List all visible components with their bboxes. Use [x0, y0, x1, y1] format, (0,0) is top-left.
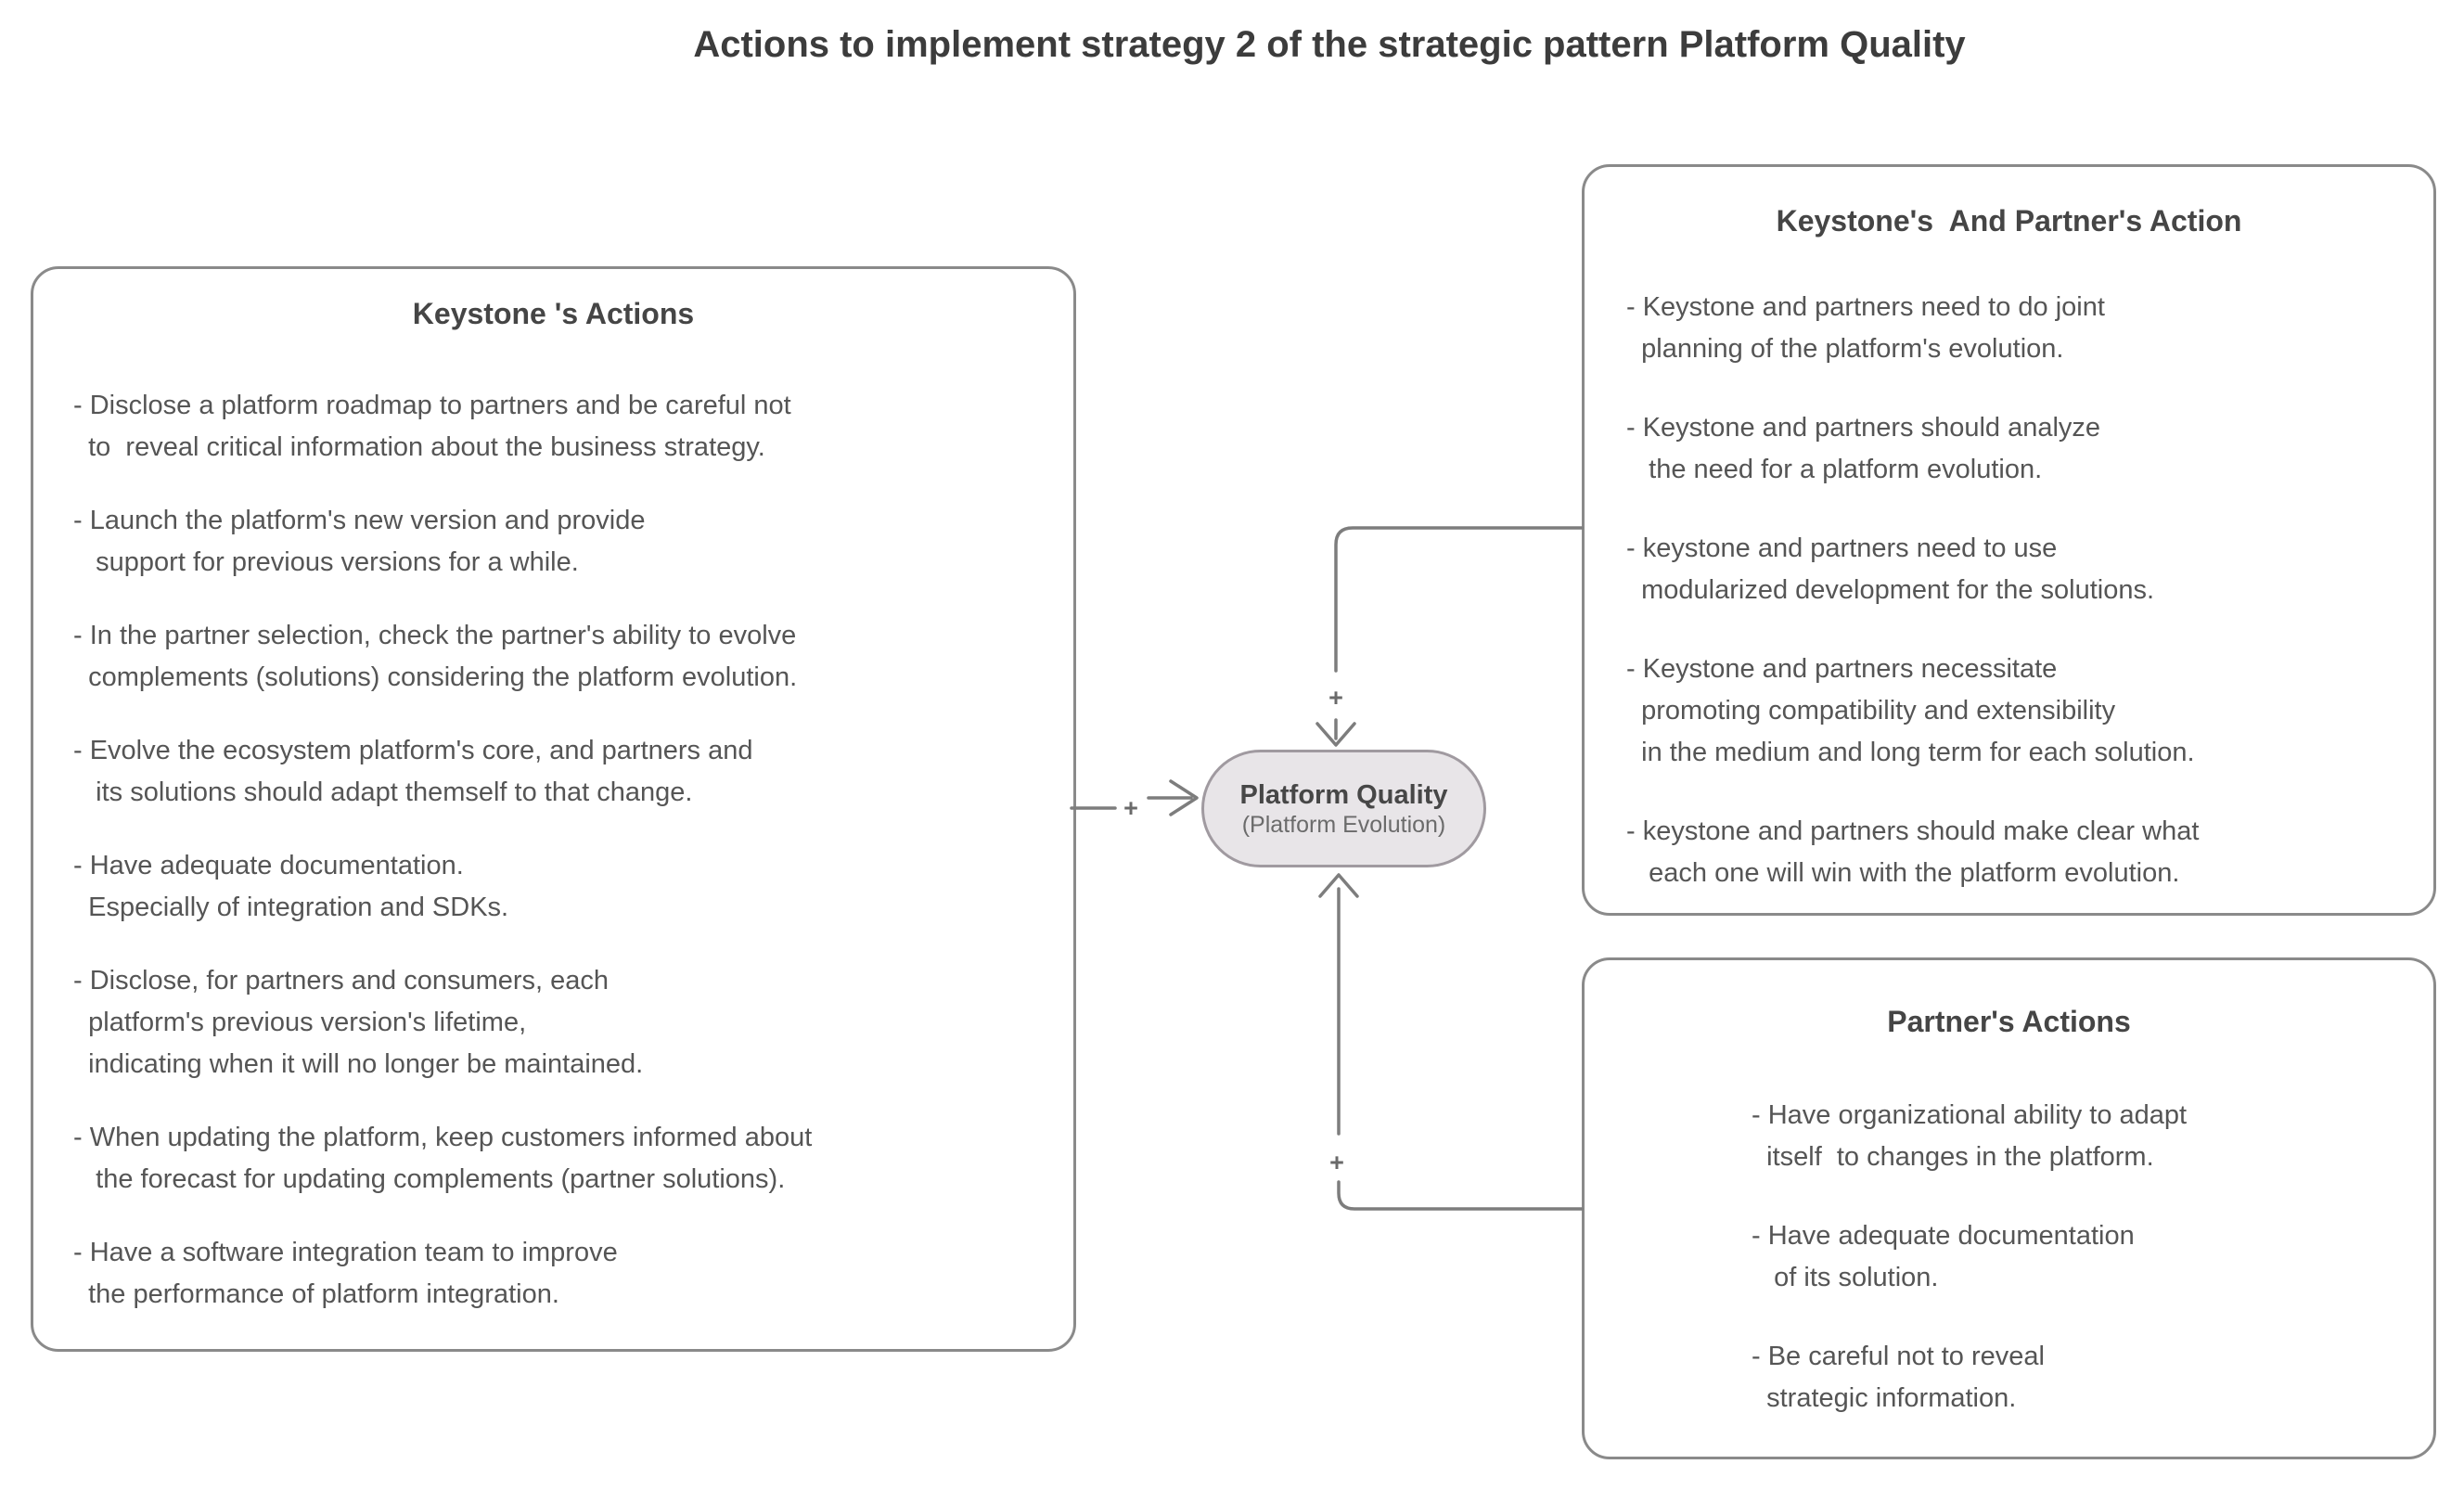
partner-actions-list: - Have organizational ability to adapt i…	[1585, 1095, 2433, 1419]
keystone-actions-box: Keystone 's Actions - Disclose a platfor…	[31, 266, 1076, 1352]
arrow-bottom-elbow	[1337, 1180, 1584, 1211]
arrow-left-to-node: +	[1070, 779, 1199, 822]
arrow-bottom-head-icon	[1318, 873, 1359, 898]
action-item: - Disclose a platform roadmap to partner…	[73, 391, 791, 462]
platform-quality-node: Platform Quality (Platform Evolution)	[1201, 750, 1486, 867]
action-item: - keystone and partners should make clea…	[1626, 816, 2200, 888]
arrow-top-elbow	[1334, 526, 1584, 673]
arrow-top-right-to-node: +	[1315, 526, 1584, 747]
action-item: - Have a software integration team to im…	[73, 1238, 618, 1309]
action-item: - Evolve the ecosystem platform's core, …	[73, 736, 753, 807]
keystone-partner-actions-list: - Keystone and partners need to do joint…	[1585, 287, 2433, 894]
action-item: - Have adequate documentation of its sol…	[1752, 1221, 2135, 1292]
partner-actions-box: Partner's Actions - Have organizational …	[1582, 957, 2436, 1459]
arrow-left-head-icon	[1169, 779, 1199, 816]
arrow-bottom-right-to-node: +	[1318, 873, 1584, 1211]
plus-label-bottom: +	[1329, 1149, 1344, 1176]
action-item: - When updating the platform, keep custo…	[73, 1123, 813, 1194]
keystone-partner-actions-box-title: Keystone's And Partner's Action	[1776, 204, 2242, 238]
action-item: - Have adequate documentation. Especiall…	[73, 851, 509, 922]
keystone-actions-list: - Disclose a platform roadmap to partner…	[33, 385, 1073, 1316]
action-item: - Keystone and partners should analyze t…	[1626, 413, 2101, 484]
action-item: - Launch the platform's new version and …	[73, 506, 646, 577]
keystone-actions-box-title: Keystone 's Actions	[412, 297, 695, 330]
action-item: - Disclose, for partners and consumers, …	[73, 966, 644, 1079]
platform-quality-node-title: Platform Quality	[1239, 779, 1448, 810]
arrow-top-head-icon	[1315, 722, 1356, 747]
plus-label-top: +	[1328, 684, 1343, 712]
page-title: Actions to implement strategy 2 of the s…	[693, 24, 1966, 65]
action-item: - Keystone and partners necessitate prom…	[1626, 654, 2195, 767]
action-item: - In the partner selection, check the pa…	[73, 621, 798, 692]
action-item: - Keystone and partners need to do joint…	[1626, 292, 2105, 364]
action-item: - keystone and partners need to use modu…	[1626, 533, 2155, 605]
keystone-partner-actions-box: Keystone's And Partner's Action - Keysto…	[1582, 164, 2436, 916]
platform-quality-node-subtitle: (Platform Evolution)	[1241, 811, 1446, 838]
plus-label-left: +	[1123, 794, 1138, 822]
action-item: - Be careful not to reveal strategic inf…	[1752, 1342, 2045, 1413]
action-item: - Have organizational ability to adapt i…	[1752, 1100, 2188, 1172]
partner-actions-box-title: Partner's Actions	[1887, 1005, 2131, 1038]
